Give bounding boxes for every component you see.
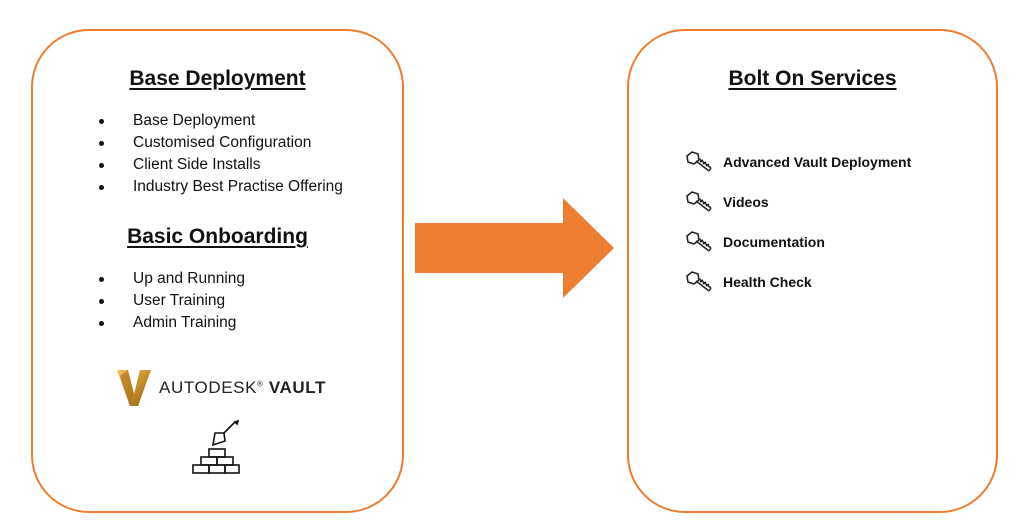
base-deployment-list: Base Deployment Customised Configuration… — [95, 110, 343, 198]
service-item: Advanced Vault Deployment — [685, 149, 911, 175]
service-item: Videos — [685, 189, 911, 215]
services-list: Advanced Vault Deployment Videos Documen… — [685, 149, 911, 309]
bullet-icon — [99, 163, 104, 168]
logo-wordmark: AUTODESK® VAULT — [159, 378, 326, 397]
base-deployment-panel: Base Deployment Base Deployment Customis… — [31, 29, 404, 513]
bullet-icon — [99, 141, 104, 146]
autodesk-vault-logo: AUTODESK® VAULT — [117, 367, 326, 409]
bolt-icon — [686, 151, 712, 172]
basic-onboarding-heading: Basic Onboarding — [127, 225, 308, 248]
list-item: User Training — [95, 290, 245, 312]
list-item: Up and Running — [95, 268, 245, 290]
list-item: Admin Training — [95, 312, 245, 334]
vault-v-icon — [117, 370, 151, 406]
bolt-on-services-panel: Bolt On Services Advanced Vault Deployme… — [627, 29, 998, 513]
list-item: Client Side Installs — [95, 154, 343, 176]
bolt-icon — [686, 271, 712, 292]
bullet-icon — [99, 299, 104, 304]
bolt-icon — [686, 231, 712, 252]
service-item: Health Check — [685, 269, 911, 295]
bullet-icon — [99, 321, 104, 326]
bolt-on-services-heading: Bolt On Services — [728, 67, 897, 90]
list-item: Industry Best Practise Offering — [95, 176, 343, 198]
bullet-icon — [99, 185, 104, 190]
base-deployment-heading: Base Deployment — [129, 67, 306, 90]
list-item: Base Deployment — [95, 110, 343, 132]
bullet-icon — [99, 277, 104, 282]
bolt-icon — [686, 191, 712, 212]
service-item: Documentation — [685, 229, 911, 255]
right-arrow-icon — [415, 198, 614, 298]
bullet-icon — [99, 119, 104, 124]
basic-onboarding-list: Up and Running User Training Admin Train… — [95, 268, 245, 334]
brick-wall-trowel-icon — [192, 419, 240, 474]
list-item: Customised Configuration — [95, 132, 343, 154]
